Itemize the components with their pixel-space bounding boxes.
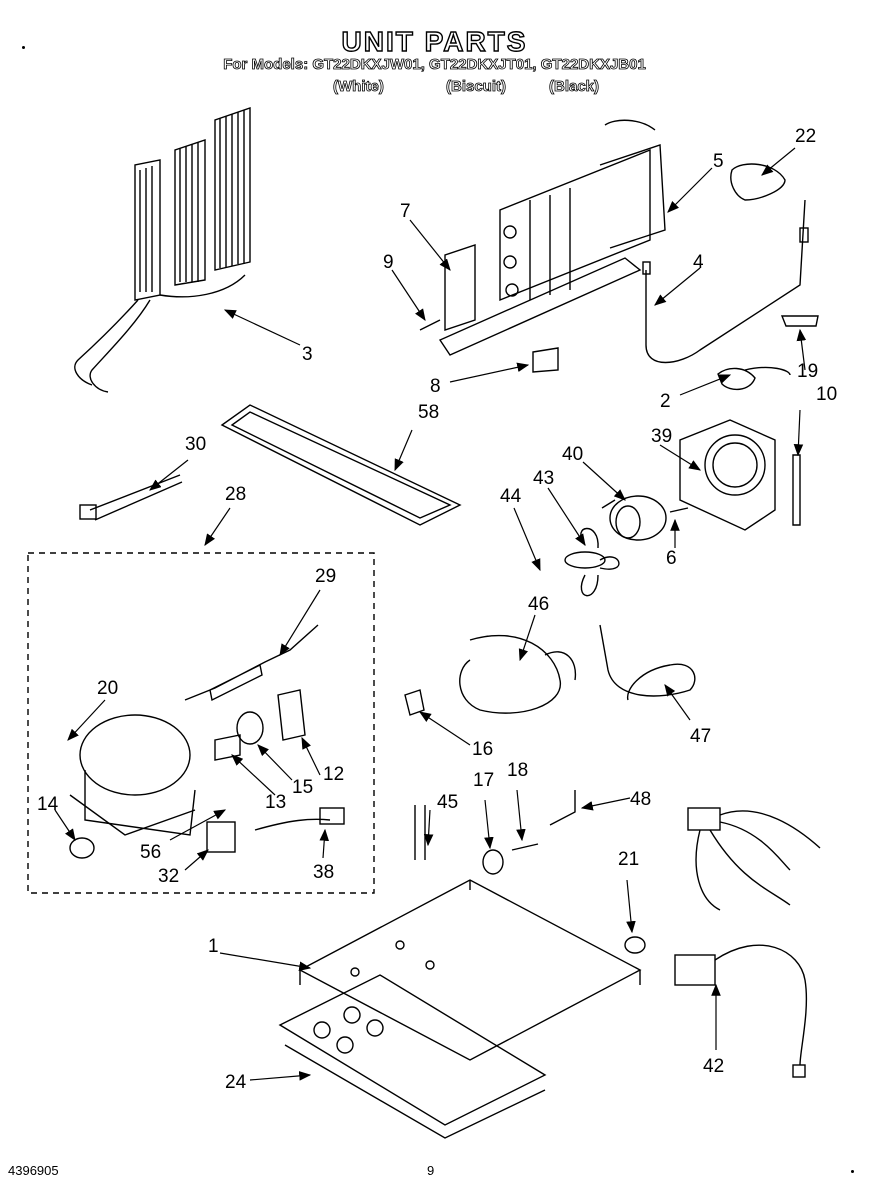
callout-19: 19 — [797, 361, 818, 382]
callout-43: 43 — [533, 468, 554, 489]
callout-18: 18 — [507, 760, 528, 781]
condenser-coil — [74, 107, 251, 393]
callout-45: 45 — [437, 792, 458, 813]
callout-42: 42 — [703, 1056, 724, 1077]
callout-13: 13 — [265, 792, 286, 813]
drain-trough — [220, 404, 462, 526]
page-title: UNIT PARTS — [341, 25, 528, 57]
callout-48: 48 — [630, 789, 651, 810]
callout-17: 17 — [473, 770, 494, 791]
callout-16: 16 — [472, 739, 493, 760]
compressor-kit-box — [27, 552, 375, 894]
sensor — [79, 474, 183, 521]
insulation-pad — [278, 974, 547, 1139]
overload — [236, 711, 264, 745]
callout-28: 28 — [225, 484, 246, 505]
tube — [459, 634, 577, 714]
callout-39: 39 — [651, 426, 672, 447]
evaporator-assembly — [438, 119, 666, 356]
document-number: 4396905 — [8, 1163, 59, 1178]
callout-4: 4 — [693, 252, 704, 273]
defrost-wire — [645, 199, 806, 364]
callout-24: 24 — [225, 1072, 247, 1093]
corner-dot — [22, 46, 25, 49]
callout-58: 58 — [418, 402, 439, 423]
callout-15: 15 — [292, 777, 313, 798]
callout-22: 22 — [795, 126, 816, 147]
base-plate — [298, 879, 642, 1061]
capacitor — [206, 821, 236, 853]
callout-10: 10 — [816, 384, 837, 405]
callout-21: 21 — [618, 849, 639, 870]
callout-12: 12 — [323, 764, 344, 785]
fan-motor — [601, 495, 667, 541]
tube — [599, 624, 696, 701]
grommet — [624, 936, 646, 954]
compressor — [69, 714, 196, 859]
corner-dot — [851, 1170, 854, 1173]
main-wire-harness — [674, 807, 821, 1078]
callout-3: 3 — [302, 344, 313, 365]
models-line: For Models: GT22DKXJW01, GT22DKXJT01, GT… — [223, 56, 646, 74]
finish-black: (Black) — [549, 78, 600, 96]
page-number: 9 — [427, 1163, 435, 1178]
strip — [792, 454, 801, 526]
callout-7: 7 — [400, 201, 411, 222]
callout-46: 46 — [528, 594, 549, 615]
bracket — [532, 347, 559, 373]
fan-blade — [564, 527, 620, 597]
callout-2: 2 — [660, 391, 671, 412]
drier — [184, 624, 319, 702]
callout-44: 44 — [500, 486, 522, 507]
callout-40: 40 — [562, 444, 583, 465]
thermostat-cover — [730, 163, 786, 201]
callout-56: 56 — [140, 842, 161, 863]
callout-1: 1 — [208, 936, 219, 957]
callout-5: 5 — [713, 151, 724, 172]
fan-shroud — [679, 419, 776, 531]
callout-14: 14 — [37, 794, 59, 815]
pin — [414, 805, 426, 860]
callout-9: 9 — [383, 252, 394, 273]
callout-38: 38 — [313, 862, 334, 883]
finish-white: (White) — [333, 78, 385, 96]
callout-8: 8 — [430, 376, 441, 397]
callout-29: 29 — [315, 566, 336, 587]
relay — [277, 689, 306, 741]
finish-biscuit: (Biscuit) — [446, 78, 507, 96]
clip — [780, 315, 819, 327]
callout-47: 47 — [690, 726, 711, 747]
callout-6: 6 — [666, 548, 677, 569]
callout-30: 30 — [185, 434, 206, 455]
callout-20: 20 — [97, 678, 118, 699]
heater — [717, 366, 791, 391]
callout-32: 32 — [158, 866, 179, 887]
